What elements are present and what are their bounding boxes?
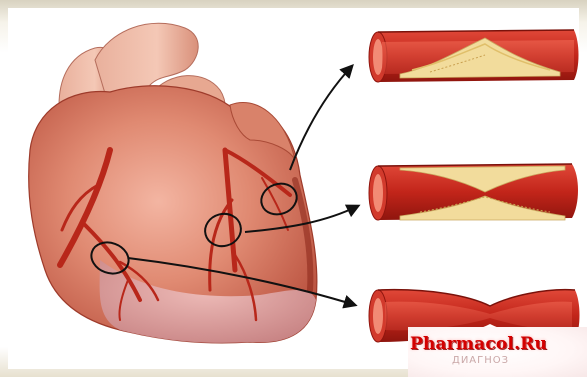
arrow-upper [290,66,352,170]
watermark-text: Pharmacol.Ru [410,334,547,354]
watermark-subtext: ДИАГНОЗ [452,355,509,366]
vessel-section-middle [369,164,578,220]
vessel-section-upper [369,30,579,82]
